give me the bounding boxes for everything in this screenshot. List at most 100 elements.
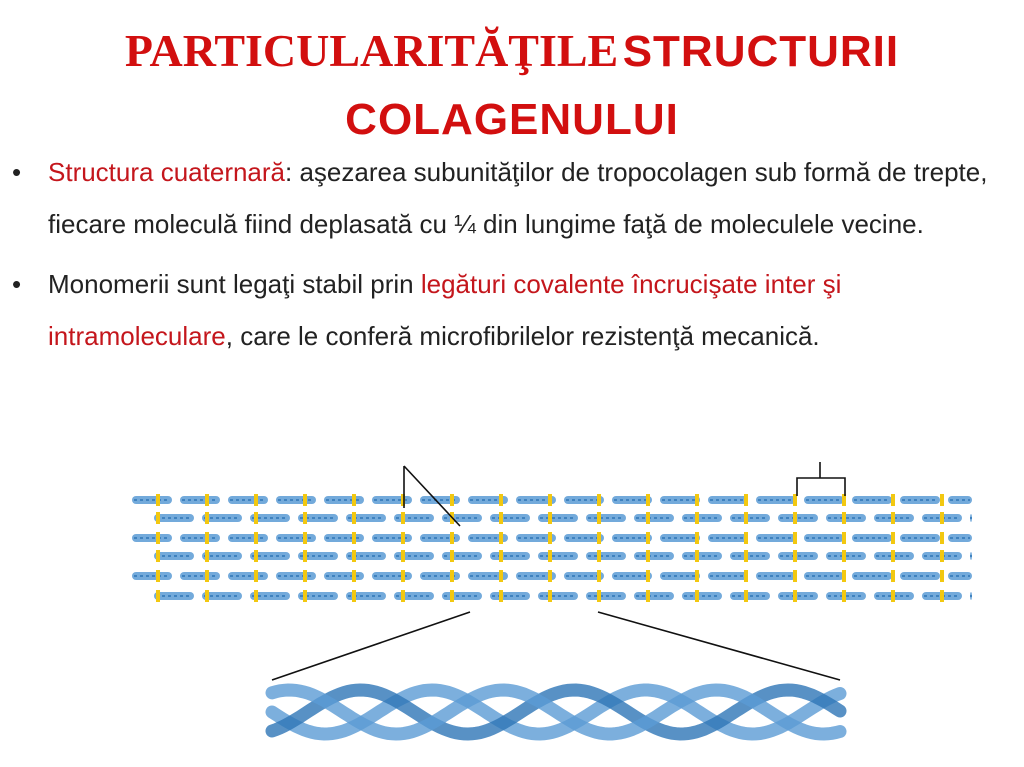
fibril-segment [970, 592, 972, 600]
crosslink-mark [597, 532, 601, 544]
crosslink-mark [401, 512, 405, 524]
crosslink-mark [205, 512, 209, 524]
fibril-segment [900, 496, 940, 504]
fibril-segment [852, 496, 892, 504]
crosslink-mark [646, 494, 650, 506]
crosslink-mark [646, 550, 650, 562]
crosslink-mark [450, 550, 454, 562]
crosslink-mark [695, 512, 699, 524]
crosslink-mark [695, 570, 699, 582]
crosslink-mark [156, 570, 160, 582]
fibril-segment [970, 552, 972, 560]
crosslink-mark [499, 512, 503, 524]
crosslink-mark [842, 550, 846, 562]
crosslink-mark [499, 590, 503, 602]
crosslink-mark [646, 570, 650, 582]
fibril-segment [250, 592, 290, 600]
crosslink-mark [205, 494, 209, 506]
fibril-segment [298, 514, 338, 522]
crosslink-mark [695, 494, 699, 506]
page-title: PARTICULARITĂŢILE STRUCTURII COLAGENULUI [0, 22, 1024, 149]
crosslink-mark [646, 590, 650, 602]
fibril-segment [660, 534, 700, 542]
fibril-segment [490, 552, 530, 560]
fibril-segment [180, 572, 220, 580]
fibril-segment [804, 496, 844, 504]
fibril-segment [708, 572, 748, 580]
fibril-segment [612, 496, 652, 504]
fibril-segment [276, 534, 316, 542]
crosslink-mark [548, 550, 552, 562]
fibril-segment [132, 572, 172, 580]
fibril-segment [516, 496, 556, 504]
crosslink-mark [303, 570, 307, 582]
crosslink-mark [793, 494, 797, 506]
crosslink-mark [744, 494, 748, 506]
fibril-segment [372, 496, 412, 504]
crosslink-mark [744, 570, 748, 582]
fibril-segment [324, 572, 364, 580]
crosslink-mark [548, 512, 552, 524]
crosslink-mark [842, 532, 846, 544]
fibril-segment [180, 496, 220, 504]
fibril-segment [778, 514, 818, 522]
crosslink-mark [254, 590, 258, 602]
fibril-segment [730, 514, 770, 522]
bullet-item: • Monomerii sunt legaţi stabil prin legă… [12, 258, 1002, 362]
fibril-segment [154, 514, 194, 522]
fibril-segment [852, 572, 892, 580]
fibril-segment [634, 552, 674, 560]
fibril-segment [922, 592, 962, 600]
crosslink-mark [744, 550, 748, 562]
crosslink-mark [303, 590, 307, 602]
crosslink-mark [793, 550, 797, 562]
fibril-segment [826, 514, 866, 522]
triple-helix-detail [265, 683, 847, 741]
fibril-segment [346, 592, 386, 600]
fibril-segment [826, 552, 866, 560]
crosslink-mark [205, 550, 209, 562]
crosslink-mark [401, 550, 405, 562]
fibril-segment [660, 572, 700, 580]
fibril-segment [250, 514, 290, 522]
crosslink-mark [254, 570, 258, 582]
fibril-segment [970, 514, 972, 522]
crosslink-mark [401, 590, 405, 602]
fibril-segment [564, 572, 604, 580]
crosslink-mark [401, 570, 405, 582]
crosslink-mark [254, 550, 258, 562]
fibril-segment [298, 552, 338, 560]
crosslink-mark [499, 550, 503, 562]
crosslink-mark [842, 590, 846, 602]
fibril-segment [372, 572, 412, 580]
crosslink-mark [695, 590, 699, 602]
fibril-segment [682, 514, 722, 522]
fibril-segment [586, 552, 626, 560]
molecule-pointer-line [403, 465, 461, 527]
helix-strand [265, 683, 847, 741]
crosslink-mark [254, 512, 258, 524]
fibril-segment [756, 496, 796, 504]
period-bracket [796, 462, 846, 496]
crosslink-mark [450, 512, 454, 524]
fibril-segment [826, 592, 866, 600]
fibril-segment [538, 514, 578, 522]
crosslink-mark [450, 590, 454, 602]
fibril-segment [276, 496, 316, 504]
crosslink-mark [597, 512, 601, 524]
crosslink-mark [303, 494, 307, 506]
fibril-segment [660, 496, 700, 504]
fibril-segment [516, 572, 556, 580]
crosslink-mark [156, 494, 160, 506]
fibril-segment [538, 592, 578, 600]
crosslink-mark [891, 494, 895, 506]
fibril-segment [900, 534, 940, 542]
crosslink-mark [891, 512, 895, 524]
bullet-item: • Structura cuaternară: aşezarea subunit… [12, 146, 1002, 250]
fibril-segment [948, 534, 972, 542]
crosslink-mark [940, 512, 944, 524]
crosslink-mark [744, 512, 748, 524]
fibril-segment [708, 534, 748, 542]
crosslink-mark [156, 532, 160, 544]
fibril-segment [922, 514, 962, 522]
